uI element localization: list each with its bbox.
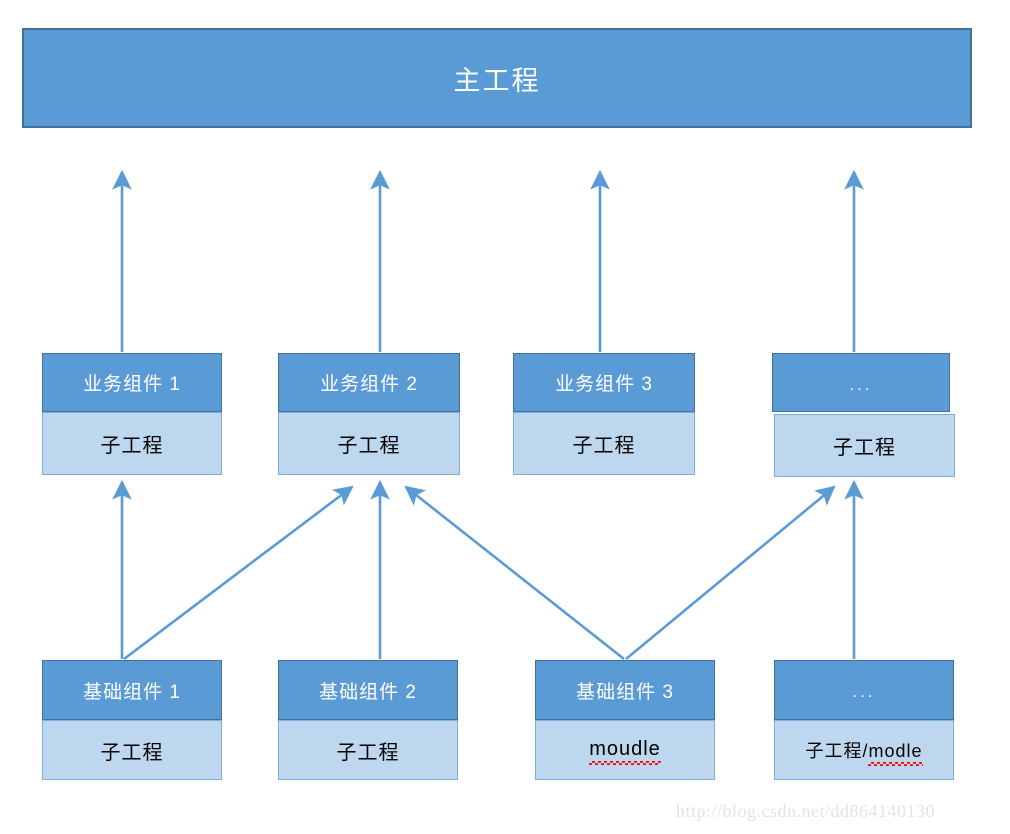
base-component-3-title: 基础组件 3 — [576, 681, 674, 703]
base-component-1-body-label: 子工程 — [100, 741, 164, 764]
base-component-4-body-label: 子工程/modle — [805, 737, 923, 766]
arrow-base-3-to-business-2 — [404, 485, 625, 661]
watermark-url: http://blog.csdn.net/dd864140130 — [676, 801, 935, 821]
base-component-2-body[interactable]: 子工程 — [278, 720, 458, 780]
base-component-3-header[interactable]: 基础组件 3 — [535, 660, 715, 720]
business-component-3-body-label: 子工程 — [572, 435, 636, 457]
business-component-3-title: 业务组件 3 — [555, 374, 653, 395]
base-component-2-title: 基础组件 2 — [319, 681, 417, 703]
business-component-1-body-label: 子工程 — [100, 435, 164, 457]
business-component-2-title: 业务组件 2 — [320, 374, 418, 395]
arrows-base-to-business — [112, 479, 864, 661]
business-component-3-header[interactable]: 业务组件 3 — [513, 353, 695, 412]
business-component-2-body-label: 子工程 — [337, 435, 401, 457]
base-component-2-header[interactable]: 基础组件 2 — [278, 660, 458, 720]
business-component-1-title: 业务组件 1 — [83, 374, 181, 395]
base-component-4-title: ... — [852, 682, 876, 701]
base-component-4-body-prefix: 子工程/ — [805, 741, 869, 761]
base-component-1-body[interactable]: 子工程 — [42, 720, 222, 780]
base-component-1-title: 基础组件 1 — [83, 681, 181, 703]
business-component-4-title: ... — [849, 374, 873, 394]
base-component-3-misspelled-word: moudle — [589, 738, 661, 765]
arrow-base-1-to-business-2 — [123, 485, 354, 661]
main-project-label: 主工程 — [453, 65, 541, 96]
business-component-1-body[interactable]: 子工程 — [42, 412, 222, 475]
business-component-2-header[interactable]: 业务组件 2 — [278, 353, 460, 412]
base-component-4-misspelled-word: modle — [868, 741, 923, 766]
base-component-4-body[interactable]: 子工程/modle — [774, 720, 954, 780]
business-component-4-header[interactable]: ... — [772, 353, 950, 412]
business-component-3-body[interactable]: 子工程 — [513, 412, 695, 475]
business-component-4-body[interactable]: 子工程 — [774, 414, 955, 477]
base-component-2-body-label: 子工程 — [336, 741, 400, 764]
business-component-1-header[interactable]: 业务组件 1 — [42, 353, 222, 412]
base-component-3-body-label: moudle — [589, 738, 661, 765]
arrows-business-to-main — [112, 169, 864, 352]
main-project-box[interactable]: 主工程 — [22, 28, 972, 128]
base-component-1-header[interactable]: 基础组件 1 — [42, 660, 222, 720]
arrow-base-3-to-business-4 — [625, 485, 836, 661]
base-component-3-body[interactable]: moudle — [535, 720, 715, 780]
business-component-4-body-label: 子工程 — [833, 437, 896, 459]
base-component-4-header[interactable]: ... — [774, 660, 954, 720]
business-component-2-body[interactable]: 子工程 — [278, 412, 460, 475]
